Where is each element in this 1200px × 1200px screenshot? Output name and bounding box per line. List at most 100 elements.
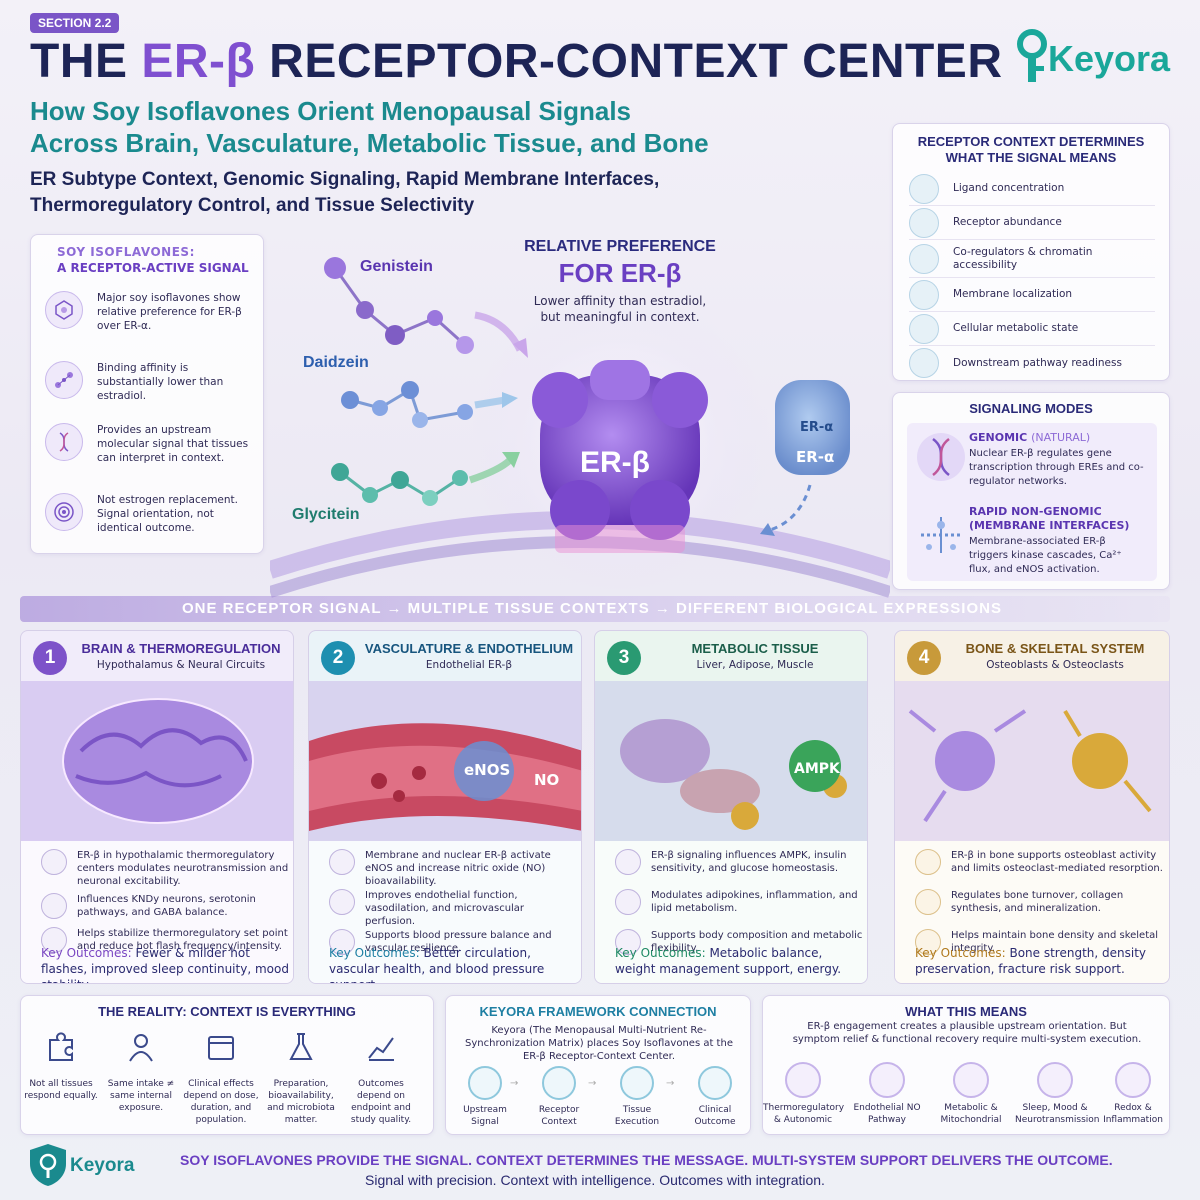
list-item: Metabolic & Mitochondrial	[931, 1062, 1011, 1126]
list-item: Co-regulators & chromatin accessibility	[909, 240, 1155, 278]
page-subline: ER Subtype Context, Genomic Signaling, R…	[30, 169, 660, 216]
chart-icon	[368, 1037, 394, 1061]
pathway-icon	[909, 348, 939, 378]
card-title: BRAIN & THERMOREGULATION	[81, 641, 281, 656]
genistein-label: Genistein	[360, 258, 433, 275]
card-number: 4	[907, 641, 941, 675]
mitochondria-icon	[953, 1062, 989, 1098]
list-item: Modulates adipokines, inflammation, and …	[615, 889, 863, 915]
dna-icon	[917, 433, 965, 481]
brand-name: Keyora	[1048, 38, 1171, 79]
panel-header: SOY ISOFLAVONES:	[57, 245, 195, 259]
list-item: Supports blood pressure balance and vasc…	[329, 929, 577, 955]
list-item: Receptor abundance	[909, 206, 1155, 240]
flow-banner: ONE RECEPTOR SIGNAL → MULTIPLE TISSUE CO…	[20, 596, 1170, 622]
brain-icon	[21, 681, 293, 841]
outcome-icon	[698, 1066, 732, 1100]
list-item: Preparation, bioavailability, and microb…	[261, 1030, 341, 1126]
thermoregulation-icon	[785, 1062, 821, 1098]
metabolic-card: 3 METABOLIC TISSUE Liver, Adipose, Muscl…	[594, 630, 868, 984]
er-alpha-receptor-icon	[760, 380, 850, 536]
list-item: Major soy isoflavones show relative pref…	[45, 291, 255, 333]
list-item: Clinical Outcome	[680, 1066, 750, 1128]
card-subtitle: Endothelial ER-β	[425, 659, 513, 671]
list-item: Membrane localization	[909, 278, 1155, 312]
list-item: Provides an upstream molecular signal th…	[45, 423, 255, 465]
list-item: Receptor Context	[524, 1066, 594, 1128]
receptor-illustration	[270, 257, 890, 598]
neuron-icon	[41, 849, 67, 875]
arrow-right-icon: →	[666, 1078, 675, 1089]
page-subtitle: How Soy Isoflavones Orient Menopausal Si…	[30, 96, 709, 158]
genomic-mode: GENOMIC (NATURAL) Nuclear ER-β regulates…	[969, 431, 1144, 487]
list-item: Redox & Inflammation	[1093, 1062, 1173, 1126]
preference-header: RELATIVE PREFERENCE FOR ER-β Lower affin…	[524, 238, 716, 324]
list-item: Same intake ≠ same internal exposure.	[101, 1030, 181, 1114]
brain-card: 1 BRAIN & THERMOREGULATION Hypothalamus …	[20, 630, 294, 984]
bone-icon	[915, 889, 941, 915]
ampk-label: AMPK	[794, 761, 840, 777]
list-item: ER-β signaling influences AMPK, insulin …	[615, 849, 863, 875]
chromatin-icon	[909, 243, 939, 274]
card-title: BONE & SKELETAL SYSTEM	[965, 641, 1145, 656]
signal-icon	[468, 1066, 502, 1100]
receptor-context-panel: RECEPTOR CONTEXT DETERMINES WHAT THE SIG…	[892, 123, 1170, 381]
receptor-icon	[542, 1066, 576, 1100]
er-alpha-top-label: ER-α	[800, 420, 834, 435]
page-title: THE ER-β RECEPTOR-CONTEXT CENTER	[30, 35, 1003, 88]
binding-icon	[45, 361, 83, 399]
list-item: Outcomes depend on endpoint and study qu…	[341, 1030, 421, 1126]
card-number: 1	[33, 641, 67, 675]
metabolic-cells-icon	[595, 681, 867, 841]
section-badge: SECTION 2.2	[30, 13, 120, 33]
keyora-logo-icon	[1017, 29, 1047, 82]
card-subtitle: Liver, Adipose, Muscle	[696, 659, 814, 671]
reality-panel: THE REALITY: CONTEXT IS EVERYTHING Not a…	[20, 995, 434, 1135]
list-item: Upstream Signal	[450, 1066, 520, 1128]
thermostat-icon	[41, 927, 67, 953]
flask-icon	[289, 1033, 313, 1060]
cell-icon	[615, 849, 641, 875]
isoflavone-signal-panel: SOY ISOFLAVONES: A RECEPTOR-ACTIVE SIGNA…	[30, 234, 264, 554]
card-subtitle: Osteoblasts & Osteoclasts	[986, 659, 1124, 671]
calendar-icon	[208, 1036, 234, 1060]
cell-icon	[615, 889, 641, 915]
arrow-right-icon: →	[510, 1078, 519, 1089]
list-item: ER-β in bone supports osteoblast activit…	[915, 849, 1163, 875]
list-item: Helps stabilize thermoregulatory set poi…	[41, 927, 289, 953]
card-number: 2	[321, 641, 355, 675]
daidzein-molecule-icon	[341, 381, 473, 428]
genistein-molecule-icon	[324, 257, 474, 354]
list-item: Sleep, Mood & Neurotransmission	[1015, 1062, 1099, 1126]
rapid-mode: RAPID NON-GENOMIC (MEMBRANE INTERFACES) …	[969, 505, 1130, 575]
membrane-icon	[909, 279, 939, 310]
receptor-icon	[909, 207, 939, 238]
bone-icon	[915, 849, 941, 875]
list-item: Influences KNDy neurons, serotonin pathw…	[41, 893, 289, 919]
vessel-icon	[329, 849, 355, 875]
panel-title: SIGNALING MODES	[969, 401, 1093, 416]
person-icon	[129, 1034, 153, 1062]
endothelial-icon	[869, 1062, 905, 1098]
what-means-text: ER-β engagement creates a plausible upst…	[792, 1021, 1142, 1045]
puzzle-icon	[49, 1032, 73, 1061]
mitochondria-icon	[909, 313, 939, 344]
list-item: Supports body composition and metabolic …	[615, 929, 863, 955]
vessel-icon	[329, 889, 355, 915]
no-label: NO	[534, 771, 560, 789]
list-item: Thermoregulatory & Autonomic	[763, 1062, 844, 1126]
er-alpha-label: ER-α	[796, 448, 835, 466]
membrane-signal-icon	[921, 517, 961, 553]
what-this-means-panel: WHAT THIS MEANS ER-β engagement creates …	[762, 995, 1170, 1135]
er-beta-receptor-icon	[532, 360, 708, 553]
panel-title: WHAT THIS MEANS	[905, 1004, 1027, 1019]
list-item: Regulates bone turnover, collagen synthe…	[915, 889, 1163, 915]
daidzein-label: Daidzein	[303, 354, 369, 371]
list-item: Downstream pathway readiness	[909, 346, 1155, 380]
ligand-icon	[909, 173, 939, 204]
dna-icon	[45, 423, 83, 461]
list-item: Improves endothelial function, vasodilat…	[329, 889, 577, 928]
card-number: 3	[607, 641, 641, 675]
bone-density-icon	[915, 929, 941, 955]
body-icon	[615, 929, 641, 955]
